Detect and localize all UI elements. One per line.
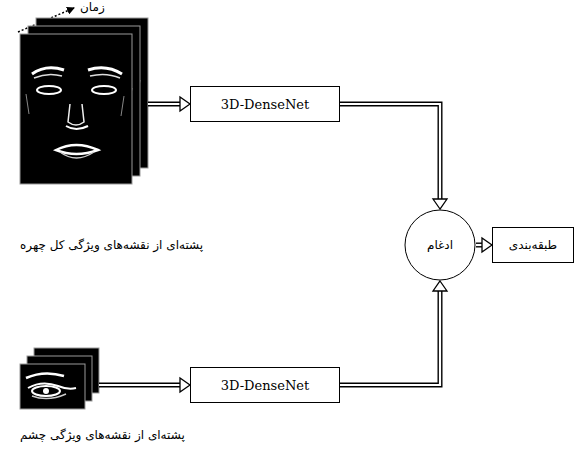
arrow-shaft-core bbox=[340, 104, 440, 200]
axis-label: زمان bbox=[80, 0, 105, 14]
arrow-head bbox=[180, 97, 190, 111]
arrow-shaft-core bbox=[148, 103, 181, 105]
double-arrow bbox=[148, 97, 190, 111]
arrow-shaft bbox=[99, 383, 181, 388]
eye-feature-stack: پشته‌ای از نقشه‌های ویژگی چشم bbox=[20, 348, 99, 409]
arrow-shaft bbox=[340, 104, 440, 200]
arrow-shaft-core bbox=[99, 384, 181, 386]
double-arrow bbox=[476, 238, 492, 252]
arrow-shaft bbox=[340, 290, 440, 385]
double-arrow bbox=[340, 104, 447, 209]
arrow-head bbox=[433, 281, 447, 291]
node-text: 3D-DenseNet bbox=[221, 378, 309, 393]
node-text: ادغام bbox=[427, 238, 453, 252]
network-box: 3D-DenseNet bbox=[190, 367, 340, 403]
face-feature-stack: پشته‌ای از نقشه‌های ویژگی کل چهره bbox=[20, 18, 148, 184]
arrow-head bbox=[433, 199, 447, 209]
stack-caption: پشته‌ای از نقشه‌های ویژگی چشم bbox=[20, 428, 185, 442]
arrow-head bbox=[180, 378, 190, 392]
arrow-shaft-core bbox=[340, 290, 440, 385]
stack-caption: پشته‌ای از نقشه‌های ویژگی کل چهره bbox=[20, 238, 203, 252]
arrow-shaft bbox=[148, 102, 181, 107]
network-box: 3D-DenseNet bbox=[190, 86, 340, 122]
classifier-box: طبقه‌بندی bbox=[492, 227, 574, 263]
double-arrow bbox=[340, 281, 447, 385]
arrow-head bbox=[482, 238, 492, 252]
node-text: 3D-DenseNet bbox=[221, 97, 309, 112]
node-text: طبقه‌بندی bbox=[509, 238, 557, 252]
double-arrow bbox=[99, 378, 190, 392]
fusion-circle: ادغام bbox=[404, 209, 476, 281]
